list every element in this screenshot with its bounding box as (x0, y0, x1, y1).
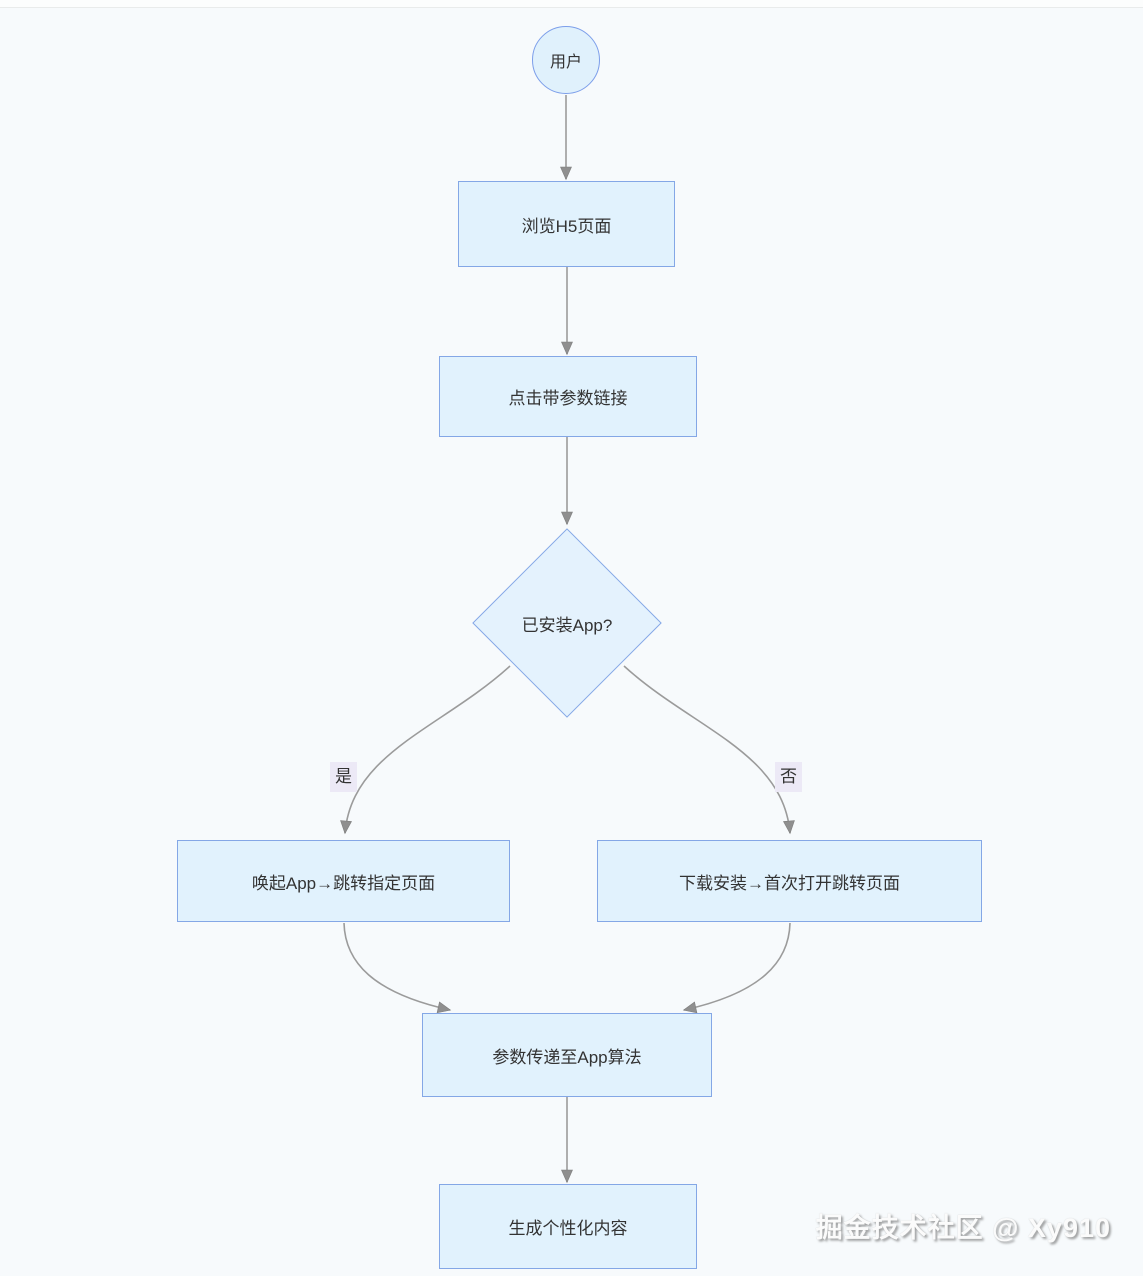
node-app-installed: 已安装App? (472, 528, 662, 718)
node-pass-params-label: 参数传递至App算法 (492, 1047, 642, 1067)
node-click-link: 点击带参数链接 (439, 356, 697, 437)
edge-label-no: 否 (775, 762, 802, 792)
node-user: 用户 (532, 26, 600, 94)
node-user-label: 用户 (549, 54, 582, 71)
node-download-install: 下载安装→首次打开跳转页面 (597, 840, 982, 922)
node-click-link-label: 点击带参数链接 (508, 389, 628, 408)
edge-label-yes: 是 (330, 762, 357, 792)
edge-download-params (682, 922, 791, 1014)
edge-launch-params (343, 922, 452, 1014)
node-personalized-content-label: 生成个性化内容 (508, 1219, 628, 1238)
node-pass-params: 参数传递至App算法 (422, 1013, 712, 1097)
node-launch-app: 唤起App→跳转指定页面 (177, 840, 510, 922)
watermark: 掘金技术社区 @ Xy910 (815, 1213, 1111, 1243)
edge-label-yes-text: 是 (335, 767, 352, 786)
top-strip (0, 0, 1143, 8)
node-app-installed-label: 已安装App? (521, 615, 613, 635)
edge-label-no-text: 否 (780, 767, 797, 786)
node-browse-h5: 浏览H5页面 (458, 181, 675, 267)
node-browse-h5-label: 浏览H5页面 (521, 216, 612, 236)
node-download-install-label: 下载安装→首次打开跳转页面 (679, 873, 900, 893)
node-launch-app-label: 唤起App→跳转指定页面 (251, 873, 436, 893)
node-personalized-content: 生成个性化内容 (439, 1184, 697, 1269)
